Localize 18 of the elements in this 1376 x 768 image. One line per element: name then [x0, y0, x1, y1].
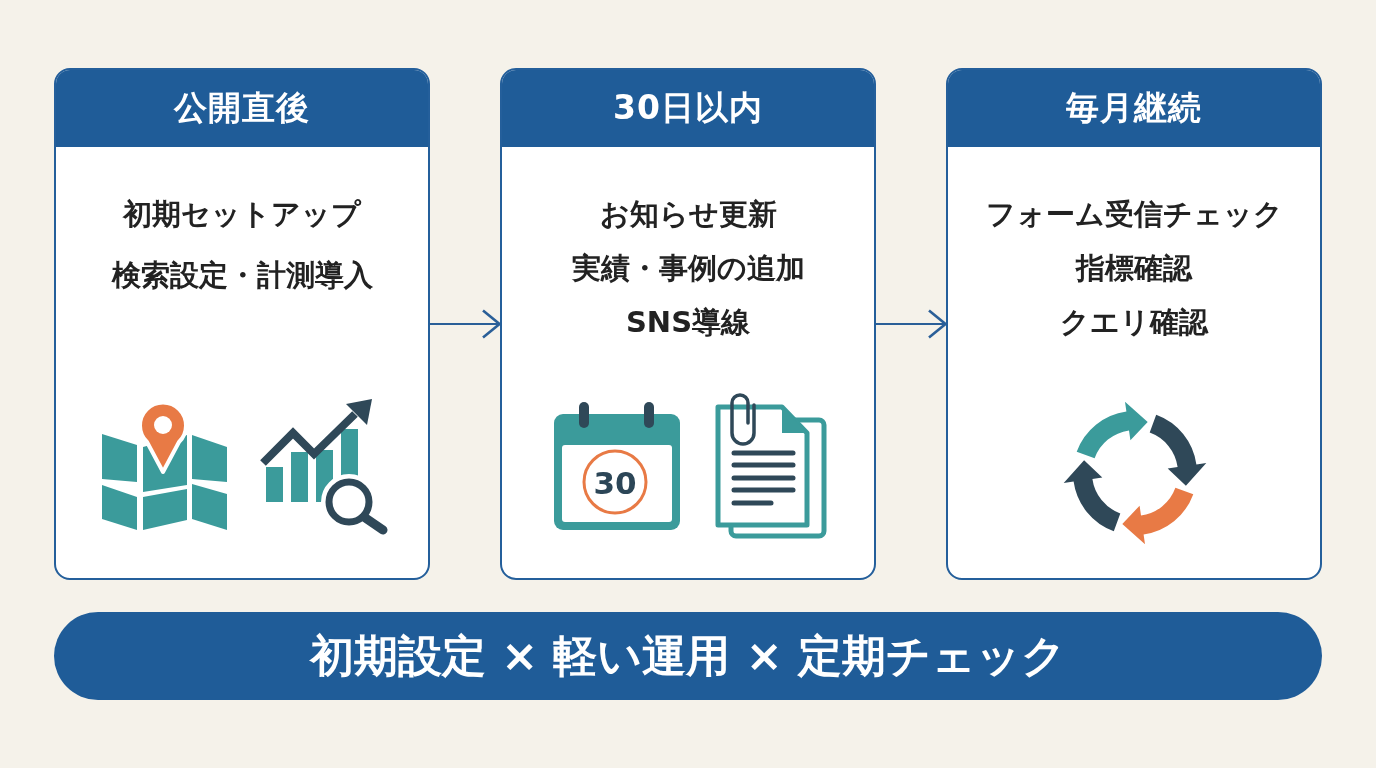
task-item: SNS導線 — [625, 305, 750, 340]
stage-card — [946, 68, 1322, 580]
calendar-date: 30 — [593, 467, 637, 499]
card-heading: 公開直後 — [56, 70, 428, 147]
task-item: 実績・事例の追加 — [571, 251, 805, 286]
arrow — [876, 309, 947, 339]
stage-card — [54, 68, 430, 580]
task-item: クエリ確認 — [1060, 305, 1208, 340]
arrow — [430, 309, 501, 339]
task-item: 検索設定・計測導入 — [111, 258, 373, 293]
task-item: 指標確認 — [1076, 251, 1192, 286]
task-item: フォーム受信チェック — [985, 197, 1283, 232]
task-item: 初期セットアップ — [123, 197, 361, 232]
task-item: お知らせ更新 — [599, 197, 777, 232]
summary-banner: 初期設定 × 軽い運用 × 定期チェック — [54, 612, 1322, 700]
card-heading: 30日以内 — [502, 70, 874, 147]
card-heading: 毎月継続 — [948, 70, 1320, 147]
stage-card — [500, 68, 876, 580]
